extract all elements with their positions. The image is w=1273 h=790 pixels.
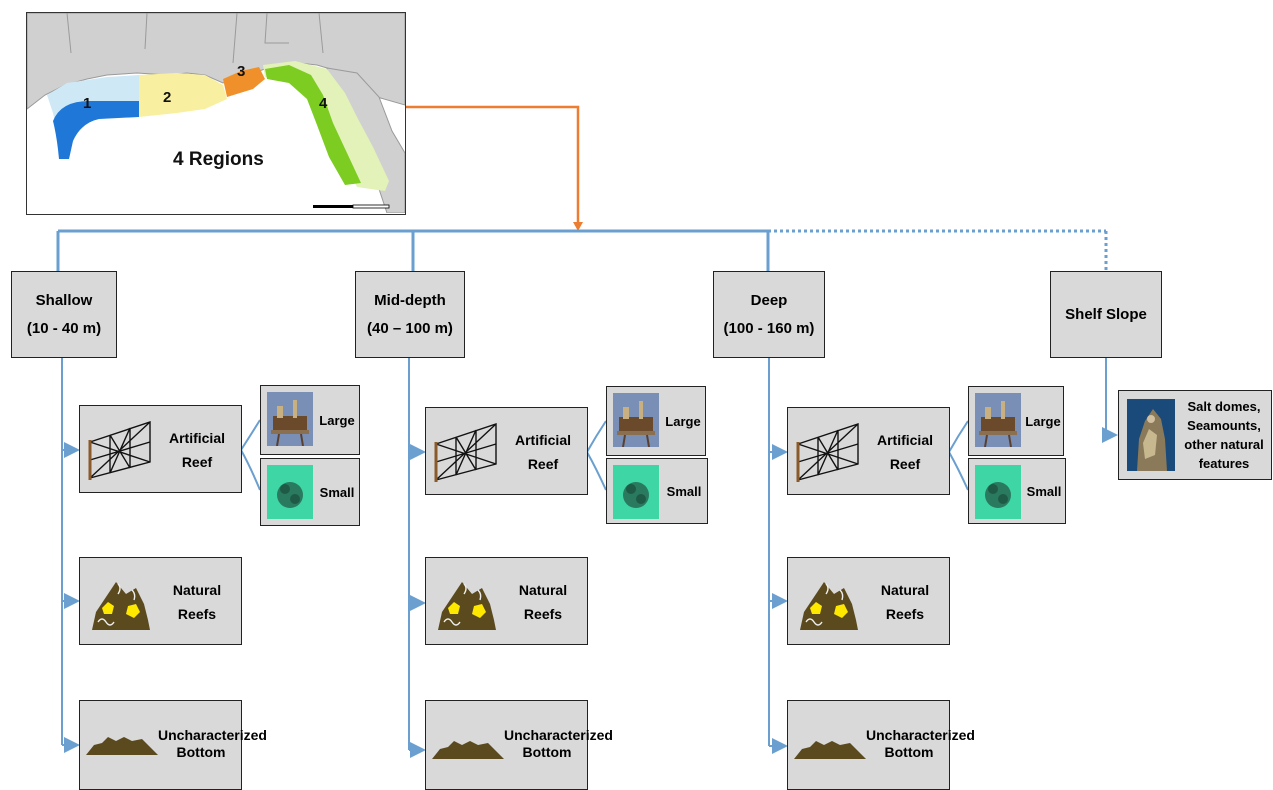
depth-box-shallow: Shallow (10 - 40 m) bbox=[11, 271, 117, 358]
natural-reef-icon bbox=[800, 582, 858, 630]
natural-reef-icon bbox=[92, 582, 150, 630]
natural-reef-icon bbox=[438, 582, 496, 630]
structure-label: Large bbox=[665, 413, 701, 429]
habitat-uncharacterized-bottom: Uncharacterized Bottom bbox=[425, 700, 613, 790]
structure-large: Large bbox=[260, 385, 360, 455]
depth-name: Deep bbox=[750, 291, 788, 309]
depth-box-mid-depth: Mid-depth (40 – 100 m) bbox=[355, 271, 465, 358]
region-label-4: 4 bbox=[319, 95, 328, 112]
artificial-reef-icon bbox=[434, 423, 497, 482]
habitat-uncharacterized-bottom: Uncharacterized Bottom bbox=[79, 700, 267, 790]
artificial-reef-icon bbox=[796, 423, 859, 482]
bottom-sediment-icon bbox=[794, 741, 866, 759]
small-structure-icon bbox=[613, 465, 659, 519]
map-connector-line bbox=[406, 105, 580, 224]
region-3 bbox=[223, 67, 265, 97]
habitat-label: Natural Reefs bbox=[172, 582, 222, 622]
region-1-outer bbox=[53, 101, 139, 159]
small-structure-icon bbox=[975, 465, 1021, 519]
depth-box-shelf-slope: Shelf Slope bbox=[1050, 271, 1162, 358]
structure-large: Large bbox=[968, 386, 1064, 456]
habitat-natural-reefs: Natural Reefs bbox=[79, 557, 242, 645]
small-structure-icon bbox=[267, 465, 313, 519]
structure-large: Large bbox=[606, 386, 706, 456]
habitat-artificial-reef: Artificial Reef bbox=[425, 407, 588, 495]
structure-label: Small bbox=[319, 484, 355, 500]
bottom-sediment-icon bbox=[432, 741, 504, 759]
oil-platform-icon bbox=[975, 393, 1021, 447]
region-label-3: 3 bbox=[237, 63, 246, 80]
map-title: 4 Regions bbox=[173, 149, 264, 170]
seamount-photo-icon bbox=[1127, 399, 1175, 471]
habitat-label: Uncharacterized Bottom bbox=[158, 727, 267, 760]
habitat-label: Artificial Reef bbox=[876, 432, 933, 472]
gulf-map-graphic bbox=[27, 13, 405, 214]
structure-label: Small bbox=[666, 483, 702, 499]
habitat-label: Uncharacterized Bottom bbox=[504, 727, 613, 760]
habitat-label: Artificial Reef bbox=[168, 430, 225, 470]
shelf-slope-feature-box: Salt domes, Seamounts, other natural fea… bbox=[1118, 390, 1272, 480]
habitat-label: Natural Reefs bbox=[880, 582, 930, 622]
habitat-artificial-reef: Artificial Reef bbox=[787, 407, 950, 495]
habitat-natural-reefs: Natural Reefs bbox=[425, 557, 588, 645]
shelf-slope-feature-label: Salt domes, Seamounts, other natural fea… bbox=[1184, 399, 1264, 471]
region-4-inner bbox=[263, 61, 389, 191]
habitat-uncharacterized-bottom: Uncharacterized Bottom bbox=[787, 700, 975, 790]
bottom-sediment-icon bbox=[86, 737, 158, 755]
structure-label: Large bbox=[319, 412, 355, 428]
region-map: 1 2 3 4 4 Regions bbox=[26, 12, 406, 215]
oil-platform-icon bbox=[267, 392, 313, 446]
artificial-reef-icon bbox=[88, 421, 151, 480]
depth-name: Shelf Slope bbox=[1065, 305, 1147, 323]
region-label-1: 1 bbox=[83, 95, 92, 112]
depth-range: (40 – 100 m) bbox=[367, 319, 453, 337]
region-2 bbox=[139, 73, 227, 117]
depth-name: Mid-depth bbox=[374, 291, 446, 309]
depth-name: Shallow bbox=[35, 291, 93, 309]
habitat-natural-reefs: Natural Reefs bbox=[787, 557, 950, 645]
habitat-label: Artificial Reef bbox=[514, 432, 571, 472]
depth-box-deep: Deep (100 - 160 m) bbox=[713, 271, 825, 358]
structure-label: Small bbox=[1026, 483, 1062, 499]
habitat-label: Natural Reefs bbox=[518, 582, 568, 622]
habitat-label: Uncharacterized Bottom bbox=[866, 727, 975, 760]
region-label-2: 2 bbox=[163, 89, 172, 106]
depth-range: (100 - 160 m) bbox=[723, 319, 815, 337]
structure-small: Small bbox=[606, 458, 708, 524]
region-4-outer bbox=[265, 65, 361, 185]
structure-small: Small bbox=[260, 458, 360, 526]
structure-label: Large bbox=[1025, 413, 1061, 429]
habitat-artificial-reef: Artificial Reef bbox=[79, 405, 242, 493]
depth-range: (10 - 40 m) bbox=[26, 319, 102, 337]
oil-platform-icon bbox=[613, 393, 659, 447]
structure-small: Small bbox=[968, 458, 1066, 524]
